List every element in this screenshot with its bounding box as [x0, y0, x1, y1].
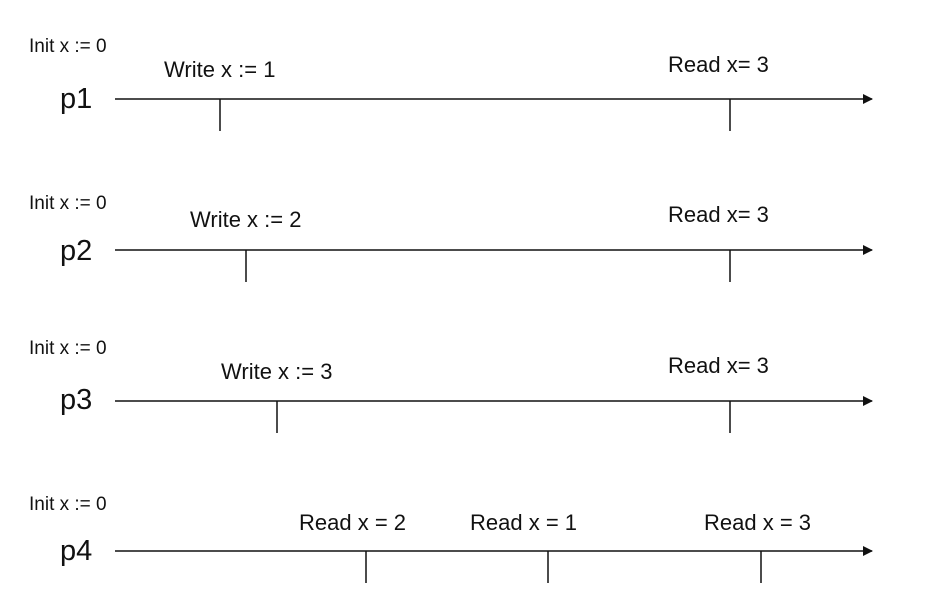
p2-init-label: Init x := 0: [29, 193, 107, 214]
p1-init-label: Init x := 0: [29, 36, 107, 57]
p3-event-label-write: Write x := 3: [221, 359, 333, 384]
p2-event-label-write: Write x := 2: [190, 207, 302, 232]
p1-process-label: p1: [60, 83, 93, 115]
p2-event-label-read: Read x= 3: [668, 202, 769, 227]
p2-process-label: p2: [60, 235, 93, 267]
p1-event-label-read: Read x= 3: [668, 52, 769, 77]
p3-process-label: p3: [60, 384, 93, 416]
p1-event-label-write: Write x := 1: [164, 57, 276, 82]
p4-event-label-read-2: Read x = 1: [470, 510, 578, 535]
p4-event-label-read-3: Read x = 3: [704, 510, 812, 535]
p3-init-label: Init x := 0: [29, 338, 107, 359]
p4-init-label: Init x := 0: [29, 494, 107, 515]
p4-event-label-read-1: Read x = 2: [299, 510, 407, 535]
p3-event-label-read: Read x= 3: [668, 353, 769, 378]
p4-process-label: p4: [60, 535, 93, 567]
